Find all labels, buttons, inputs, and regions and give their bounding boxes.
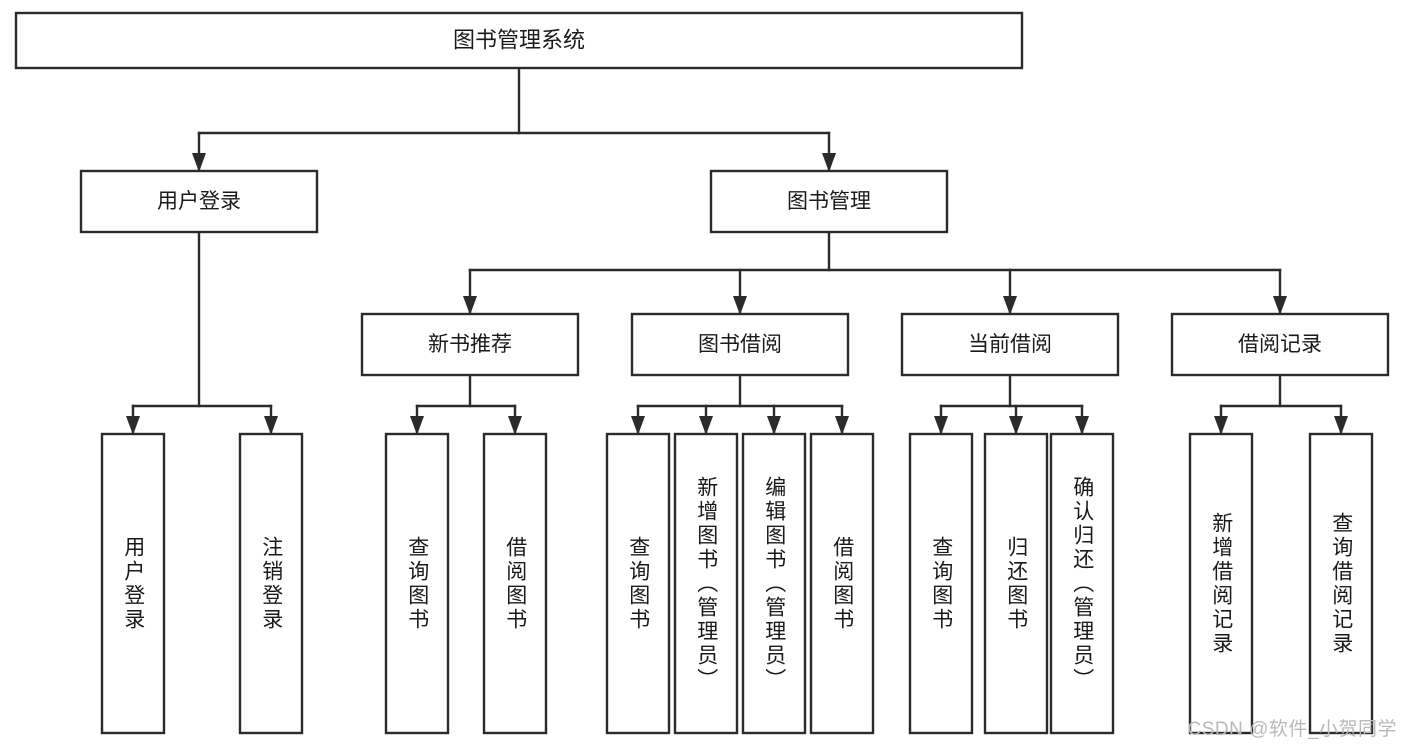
- node-leaf-user-login[interactable]: [100, 432, 166, 735]
- arrowhead-icon: [767, 416, 781, 435]
- arrowhead-icon: [192, 153, 206, 172]
- node-user-login-rect[interactable]: [79, 169, 319, 234]
- node-borrow-record-label: 借阅记录: [1238, 333, 1322, 356]
- arrowhead-icon: [1075, 416, 1089, 435]
- node-book-borrow-label: 图书借阅: [698, 333, 782, 356]
- node-leaf-query-book-cur-rect[interactable]: [908, 432, 974, 735]
- arrowhead-icon: [410, 416, 424, 435]
- node-leaf-query-book[interactable]: [605, 432, 671, 735]
- node-new-book-rec-rect[interactable]: [360, 312, 580, 377]
- arrowhead-icon: [835, 416, 849, 435]
- node-leaf-query-book-rec-rect[interactable]: [384, 432, 450, 735]
- arrowhead-icon: [1009, 416, 1023, 435]
- node-root-label: 图书管理系统: [453, 27, 585, 52]
- node-current-borrow-label: 当前借阅: [968, 333, 1052, 356]
- node-book-manage[interactable]: 图书管理: [709, 169, 949, 234]
- node-leaf-borrow-book-rec-rect[interactable]: [482, 432, 548, 735]
- node-leaf-query-book-cur[interactable]: [908, 432, 974, 735]
- node-borrow-record[interactable]: 借阅记录: [1170, 312, 1390, 377]
- node-current-borrow[interactable]: 当前借阅: [900, 312, 1120, 377]
- arrowhead-icon: [463, 296, 477, 315]
- arrowhead-icon: [934, 416, 948, 435]
- node-leaf-query-book-rec[interactable]: [384, 432, 450, 735]
- node-leaf-borrow-book[interactable]: [809, 432, 875, 735]
- arrowhead-icon: [1273, 296, 1287, 315]
- node-leaf-edit-book[interactable]: [741, 432, 807, 735]
- node-leaf-query-book-rect[interactable]: [605, 432, 671, 735]
- node-leaf-return-book[interactable]: [983, 432, 1049, 735]
- node-root[interactable]: 图书管理系统: [14, 11, 1024, 70]
- node-current-borrow-rect[interactable]: [900, 312, 1120, 377]
- arrowhead-icon: [1214, 416, 1228, 435]
- node-borrow-record-rect[interactable]: [1170, 312, 1390, 377]
- node-leaf-add-record-rect[interactable]: [1188, 432, 1254, 735]
- node-leaf-query-record[interactable]: [1308, 432, 1374, 735]
- node-leaf-user-logout[interactable]: [238, 432, 304, 735]
- arrowhead-icon: [822, 153, 836, 172]
- arrowhead-icon: [631, 416, 645, 435]
- node-leaf-confirm-return-rect[interactable]: [1049, 432, 1115, 735]
- arrowhead-icon: [733, 296, 747, 315]
- connector-layer: [126, 66, 1348, 435]
- node-leaf-add-record[interactable]: [1188, 432, 1254, 735]
- node-book-borrow[interactable]: 图书借阅: [630, 312, 850, 377]
- arrowhead-icon: [1334, 416, 1348, 435]
- arrowhead-icon: [699, 416, 713, 435]
- node-book-manage-label: 图书管理: [787, 190, 871, 213]
- node-leaf-user-login-rect[interactable]: [100, 432, 166, 735]
- node-leaf-borrow-book-rec[interactable]: [482, 432, 548, 735]
- node-leaf-add-book-rect[interactable]: [673, 432, 739, 735]
- node-user-login[interactable]: 用户登录: [79, 169, 319, 234]
- node-leaf-return-book-rect[interactable]: [983, 432, 1049, 735]
- node-leaf-confirm-return[interactable]: [1049, 432, 1115, 735]
- node-leaf-query-record-rect[interactable]: [1308, 432, 1374, 735]
- arrowhead-icon: [126, 416, 140, 435]
- node-user-login-label: 用户登录: [157, 190, 241, 213]
- node-leaf-edit-book-rect[interactable]: [741, 432, 807, 735]
- node-leaf-add-book[interactable]: [673, 432, 739, 735]
- node-new-book-rec-label: 新书推荐: [428, 333, 512, 356]
- node-leaf-borrow-book-rect[interactable]: [809, 432, 875, 735]
- node-book-borrow-rect[interactable]: [630, 312, 850, 377]
- node-leaf-user-logout-rect[interactable]: [238, 432, 304, 735]
- watermark-text: CSDN @软件_小贺同学: [1187, 719, 1397, 740]
- node-root-rect[interactable]: [14, 11, 1024, 70]
- node-book-manage-rect[interactable]: [709, 169, 949, 234]
- node-new-book-rec[interactable]: 新书推荐: [360, 312, 580, 377]
- arrowhead-icon: [508, 416, 522, 435]
- arrowhead-icon: [264, 416, 278, 435]
- arrowhead-icon: [1003, 296, 1017, 315]
